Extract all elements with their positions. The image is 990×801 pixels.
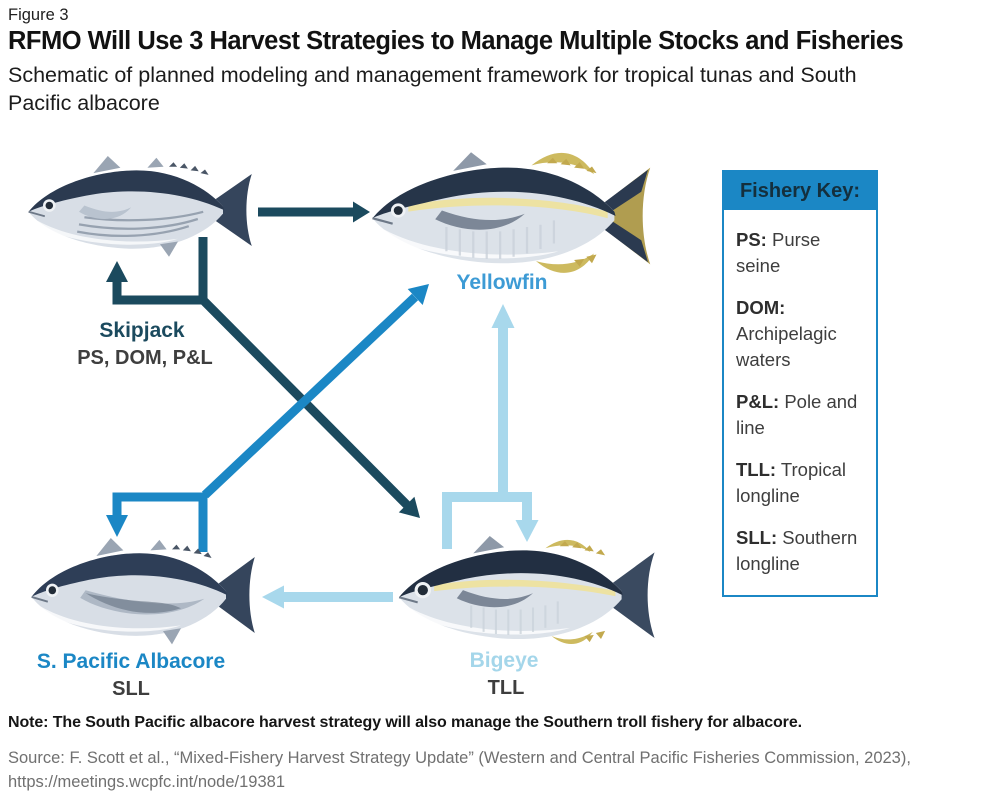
key-abbr-tll: TLL: [736, 459, 777, 480]
arrow-bigeye-to-albacore [262, 585, 393, 609]
key-entry-pl: P&L: Pole and line [736, 389, 864, 441]
yellowfin-label: Yellowfin [456, 271, 548, 294]
fishery-key-title: Fishery Key: [724, 172, 876, 210]
arrow-skipjack-to-bigeye [199, 296, 420, 518]
bigeye-fisheries-label: TLL [487, 677, 525, 699]
key-abbr-ps: PS: [736, 229, 767, 250]
key-entry-sll: SLL: Southern longline [736, 525, 864, 577]
yellowfin-fish-illustration [372, 152, 651, 273]
albacore-fisheries-label: SLL [112, 678, 150, 700]
key-abbr-sll: SLL: [736, 527, 778, 548]
bigeye-fish-illustration [398, 536, 655, 645]
skipjack-label: Skipjack [99, 319, 185, 342]
key-entry-ps: PS: Purse seine [736, 227, 864, 279]
albacore-fish-illustration [31, 538, 255, 645]
figure-subtitle: Schematic of planned modeling and manage… [8, 63, 857, 115]
fishery-key-body: PS: Purse seine DOM: Archipelagic waters… [724, 210, 876, 577]
key-desc-tll: Tropical longline [736, 459, 846, 506]
source-line-2: https://meetings.wcpfc.int/node/19381 [8, 773, 286, 791]
key-entry-dom: DOM: Archipelagic waters [736, 295, 864, 373]
bigeye-label: Bigeye [469, 649, 539, 672]
source-line-1: Source: F. Scott et al., “Mixed-Fishery … [8, 749, 911, 767]
arrow-skipjack-self-loop [106, 237, 208, 305]
arrow-skipjack-to-yellowfin [258, 201, 370, 223]
key-desc-ps: Purse seine [736, 229, 821, 276]
skipjack-fish-illustration [28, 156, 252, 257]
arrow-bigeye-to-yellowfin [491, 304, 515, 497]
arrow-bigeye-self-loop [442, 492, 539, 549]
arrow-albacore-to-yellowfin [201, 284, 429, 499]
arrow-albacore-self-loop [106, 492, 208, 552]
figure-label: Figure 3 [8, 6, 69, 24]
skipjack-fisheries-label: PS, DOM, P&L [77, 347, 213, 369]
fishery-key-box: Fishery Key: PS: Purse seine DOM: Archip… [722, 170, 878, 597]
albacore-label: S. Pacific Albacore [36, 650, 226, 673]
key-desc-pl: Pole and line [736, 391, 858, 438]
key-abbr-dom: DOM: [736, 297, 786, 318]
key-desc-sll: Southern longline [736, 527, 858, 574]
source-text: Source: F. Scott et al., “Mixed-Fishery … [8, 746, 911, 794]
key-desc-dom: Archipelagic waters [736, 323, 837, 370]
key-abbr-pl: P&L: [736, 391, 780, 412]
page-title: RFMO Will Use 3 Harvest Strategies to Ma… [8, 27, 904, 55]
key-entry-tll: TLL: Tropical longline [736, 457, 864, 509]
note-text: Note: The South Pacific albacore harvest… [8, 714, 802, 731]
